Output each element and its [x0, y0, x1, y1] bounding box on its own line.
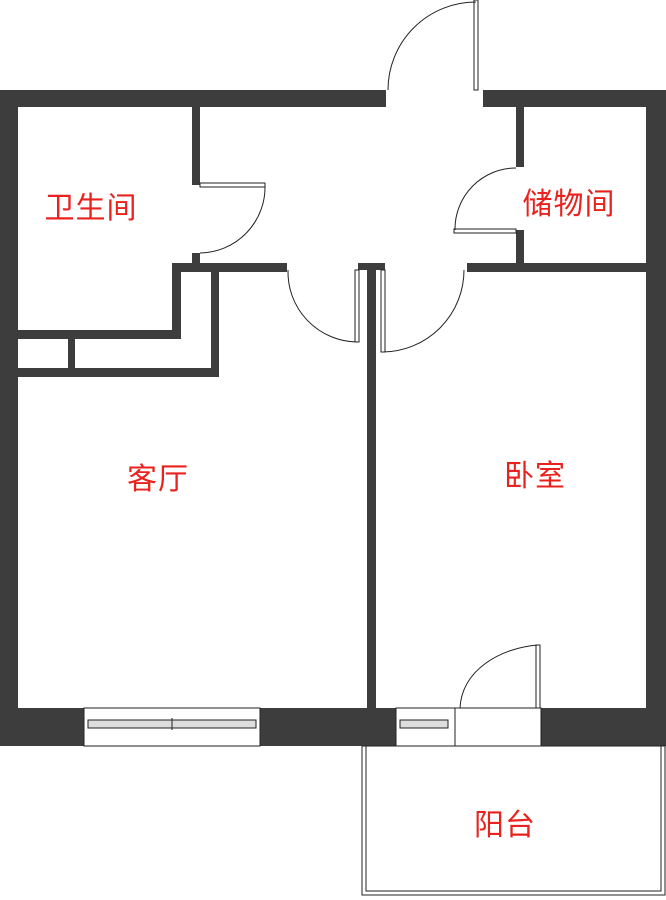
bathroom-door-swing: [199, 184, 266, 254]
balcony-door-opening: [454, 707, 542, 747]
wall-duct-small: [68, 339, 75, 369]
living-door-swing: [287, 269, 358, 343]
wall-center: [367, 263, 376, 745]
room-label-balcony: 阳台: [474, 808, 536, 843]
wall-l-vertical: [172, 263, 181, 339]
wall-bath-upper: [192, 107, 200, 185]
balcony-outline-inner: [365, 745, 662, 892]
wall-bath-bottom: [172, 263, 287, 272]
wall-center-cap: [358, 263, 385, 270]
wall-bottom-2: [260, 708, 396, 746]
wall-storage-lower: [516, 230, 524, 272]
living-door-leaf: [354, 269, 360, 343]
bedroom-window-sash: [399, 719, 449, 729]
wall-left: [0, 90, 18, 745]
bedroom-door-leaf: [380, 269, 386, 353]
wall-l-horizontal: [18, 330, 181, 339]
entrance-door-swing: [387, 1, 477, 91]
room-label-storage: 储物间: [522, 187, 616, 222]
walls: [0, 90, 666, 746]
wall-top-right: [483, 90, 666, 107]
wall-bath-stub: [192, 253, 200, 265]
wall-right: [646, 90, 666, 745]
balcony-door-leaf: [535, 644, 541, 709]
wall-duct-vertical: [211, 263, 219, 377]
doors-windows: [83, 0, 666, 896]
room-label-bathroom: 卫生间: [44, 191, 138, 226]
balcony-door-swing: [459, 644, 539, 709]
room-label-living-room: 客厅: [127, 462, 189, 497]
storage-door-leaf: [453, 228, 517, 234]
entrance-door-leaf: [473, 0, 479, 91]
bedroom-door-swing: [382, 269, 465, 353]
wall-duct-bottom: [18, 368, 219, 377]
living-window: [83, 707, 261, 747]
wall-top-left: [0, 90, 386, 107]
room-label-bedroom: 卧室: [504, 459, 566, 494]
wall-storage-upper: [516, 107, 524, 167]
wall-bottom-1: [0, 708, 84, 746]
wall-bottom-3: [541, 708, 666, 746]
storage-door-swing: [454, 167, 517, 231]
wall-bedroom-top: [467, 263, 646, 272]
bathroom-door-leaf: [199, 182, 266, 188]
